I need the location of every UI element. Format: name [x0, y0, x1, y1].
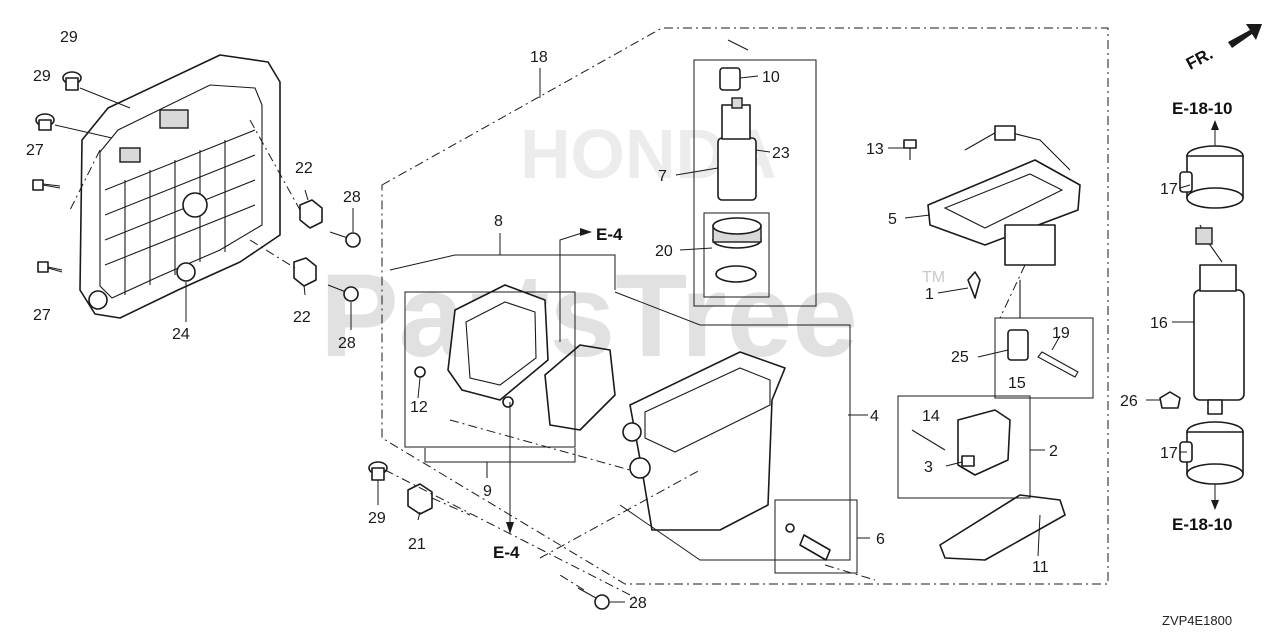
- drain-box-6: [774, 499, 858, 574]
- pump-arrow-top: [727, 39, 749, 51]
- clip-1: [967, 271, 981, 299]
- front-direction-arrow: FR.: [1183, 24, 1262, 74]
- callout-10: 10: [762, 69, 780, 86]
- diagram-code: ZVP4E1800: [1162, 613, 1232, 628]
- pin-19: [1037, 351, 1079, 378]
- e18-bottom-arrowhead: [1211, 500, 1219, 510]
- watermark: PartsTree TM HONDA: [320, 115, 945, 382]
- sleeve-17-top: [1179, 145, 1244, 209]
- nut-22-lower: [293, 257, 317, 287]
- ref-e4-upper: E-4: [596, 225, 623, 244]
- e18-top-arrowhead: [1211, 120, 1219, 130]
- callout-16: 16: [1150, 315, 1168, 332]
- nut-21: [407, 483, 433, 515]
- bracket-plate-24: [79, 54, 281, 319]
- clip-3: [961, 455, 975, 467]
- callout-18: 18: [530, 49, 548, 66]
- callout-2: 2: [1049, 443, 1058, 460]
- grommet-29-top: [62, 71, 82, 91]
- sensor-box: [994, 317, 1094, 399]
- sensor-15: [1007, 329, 1029, 361]
- direction-label: FR.: [1183, 44, 1216, 74]
- fuel-tank-4: [622, 351, 786, 531]
- bolt-27-upper: [32, 179, 61, 191]
- bolt-28-lower: [577, 587, 610, 610]
- ref-e18-bottom: E-18-10: [1172, 515, 1232, 534]
- callout-27-a: 27: [26, 142, 44, 159]
- bolt-13: [903, 139, 917, 160]
- bolt-28-upper: [329, 231, 361, 248]
- callout-25: 25: [951, 349, 969, 366]
- e4-lower-pointer: [506, 402, 514, 534]
- leaders-main: [377, 68, 1194, 603]
- callout-23: 23: [772, 145, 790, 162]
- cover-bracket: [424, 448, 576, 463]
- bolt-27-lower: [37, 261, 63, 273]
- pump-23: [717, 97, 757, 201]
- bolt-28-middle: [327, 284, 359, 302]
- callout-28-c: 28: [629, 595, 647, 612]
- callout-15: 15: [1008, 375, 1026, 392]
- bracket-dash: [69, 149, 101, 211]
- grommet-29-lower: [368, 461, 388, 481]
- callout-11: 11: [1032, 559, 1049, 576]
- pump-housing-5: [927, 125, 1081, 266]
- callout-28-a: 28: [343, 189, 361, 206]
- pump-group-box: [693, 59, 817, 307]
- grommet-29-left: [35, 113, 55, 131]
- callout-21: 21: [408, 536, 426, 553]
- callout-27-b: 27: [33, 307, 51, 324]
- leaders-bracket: [42, 87, 354, 330]
- callout-22-b: 22: [293, 309, 311, 326]
- callout-19: 19: [1052, 325, 1070, 342]
- gasket-11: [939, 494, 1066, 561]
- callout-4: 4: [870, 408, 879, 425]
- callout-14: 14: [922, 408, 940, 425]
- watermark-trademark: TM: [922, 269, 945, 286]
- callout-22-a: 22: [295, 160, 313, 177]
- fuel-pump-16: [1193, 224, 1245, 415]
- callout-17-a: 17: [1160, 181, 1178, 198]
- gasket: [544, 344, 616, 431]
- callout-20: 20: [655, 243, 673, 260]
- drain-screw-6: [785, 523, 831, 561]
- callout-24: 24: [172, 326, 190, 343]
- cap-10: [719, 67, 741, 91]
- callout-26: 26: [1120, 393, 1138, 410]
- callouts: 29 29 27 27 24 22 22 28 28 18 10 23 7 20…: [26, 29, 1178, 612]
- ref-e4-lower: E-4: [493, 543, 520, 562]
- nut-22-upper: [299, 199, 323, 229]
- sleeve-17-bottom: [1179, 421, 1244, 485]
- callout-8: 8: [494, 213, 503, 230]
- e4-upper-pointer: [559, 228, 592, 342]
- callout-29-a: 29: [60, 29, 78, 46]
- callout-7: 7: [658, 168, 667, 185]
- callout-29-b: 29: [33, 68, 51, 85]
- callout-12: 12: [410, 399, 428, 416]
- callout-6: 6: [876, 531, 885, 548]
- cover-plate-9: [414, 284, 549, 408]
- clip-26: [1159, 391, 1181, 409]
- watermark-brand: PartsTree: [320, 250, 858, 382]
- callout-9: 9: [483, 483, 492, 500]
- ref-e18-top: E-18-10: [1172, 99, 1232, 118]
- tank-group-box-4: [614, 291, 851, 561]
- callout-28-b: 28: [338, 335, 356, 352]
- callout-1: 1: [925, 286, 934, 303]
- callout-5: 5: [888, 211, 897, 228]
- pin-14: [911, 429, 946, 451]
- callout-13: 13: [866, 141, 884, 158]
- callout-3: 3: [924, 459, 933, 476]
- cover-group-box-9: [404, 291, 576, 448]
- module-box-2: [897, 395, 1031, 499]
- filter-box: [703, 212, 770, 298]
- filter-20: [712, 217, 762, 283]
- callout-29-c: 29: [368, 510, 386, 527]
- callout-17-b: 17: [1160, 445, 1178, 462]
- cover-group-box-8: [389, 254, 616, 290]
